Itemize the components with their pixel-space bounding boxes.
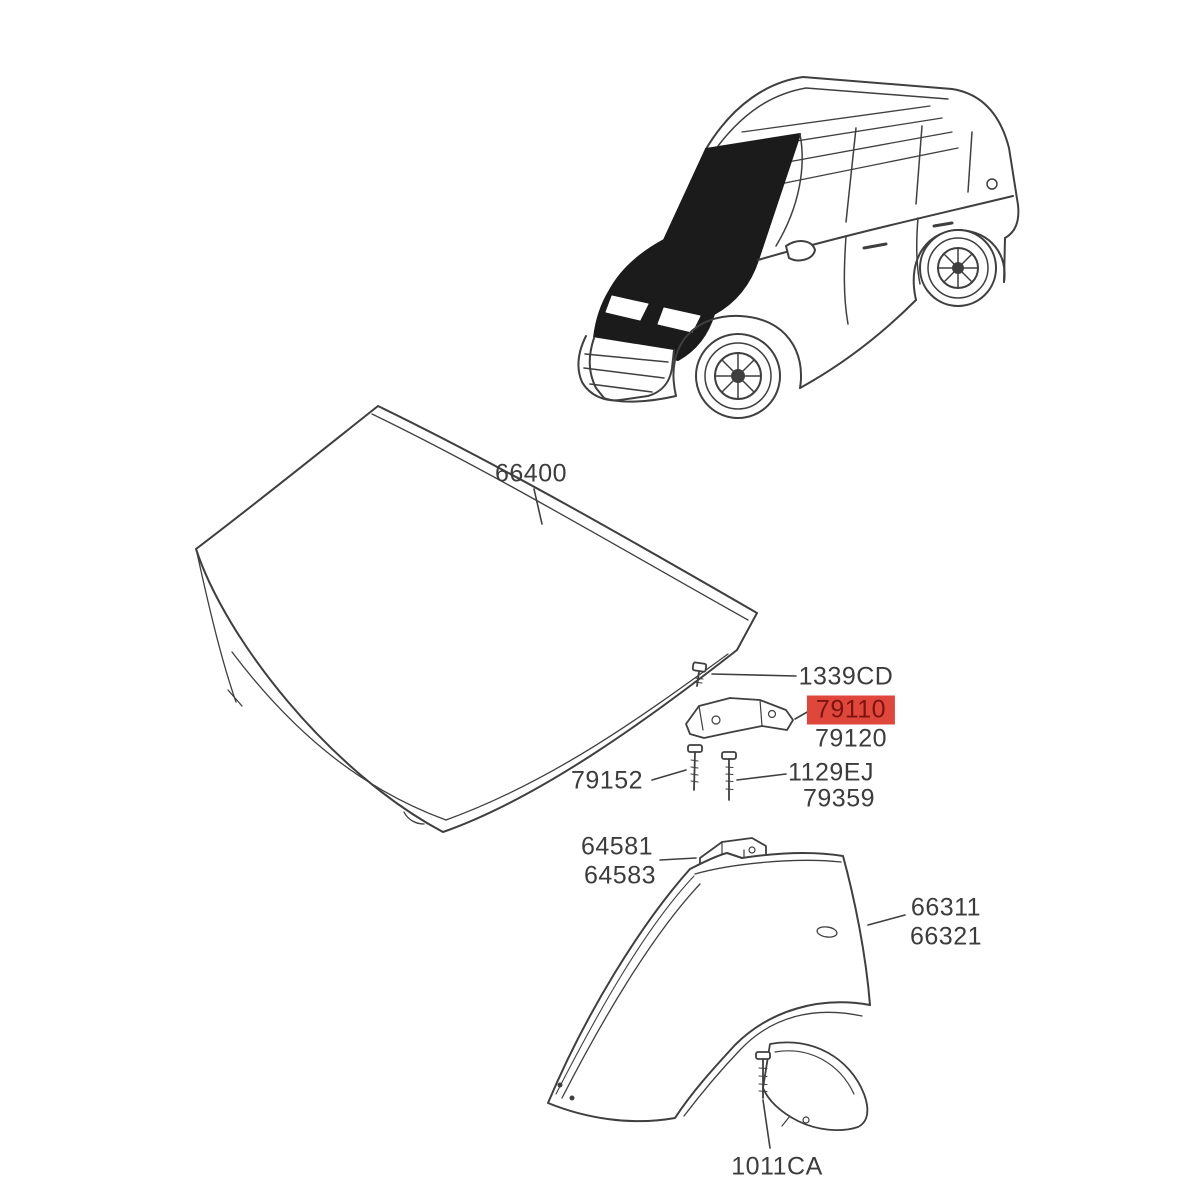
part-label-bracket-a: 64581 (580, 832, 654, 861)
hood-hinge-drawing (685, 697, 794, 739)
part-label-bolt-lower: 79359 (802, 784, 876, 813)
part-label-fender-b: 66321 (909, 922, 983, 951)
part-label-bracket-b: 64583 (583, 861, 657, 890)
vehicle-illustration (577, 76, 1020, 419)
hood-panel-drawing (195, 405, 758, 833)
hinge-bolt-drawings (687, 744, 737, 801)
screw-drawing-1339cd (691, 661, 708, 687)
part-label-hood: 66400 (494, 459, 568, 488)
part-label-fender-a: 66311 (910, 893, 982, 922)
part-label-bolt-upper: 1129EJ (788, 758, 874, 787)
part-label-screw: 1339CD (798, 662, 894, 691)
part-label-hinge: 79120 (814, 724, 888, 753)
fender-bolt-drawing (755, 1051, 771, 1099)
part-label-hinge-bolt: 79152 (570, 766, 644, 795)
wheel-arch-liner-drawing (762, 1041, 869, 1132)
part-label-hinge-selected: 79110 (806, 695, 896, 725)
part-label-fender-bolt: 1011CA (731, 1152, 823, 1181)
leader-lines (533, 488, 906, 1149)
fender-drawing (547, 852, 871, 1123)
